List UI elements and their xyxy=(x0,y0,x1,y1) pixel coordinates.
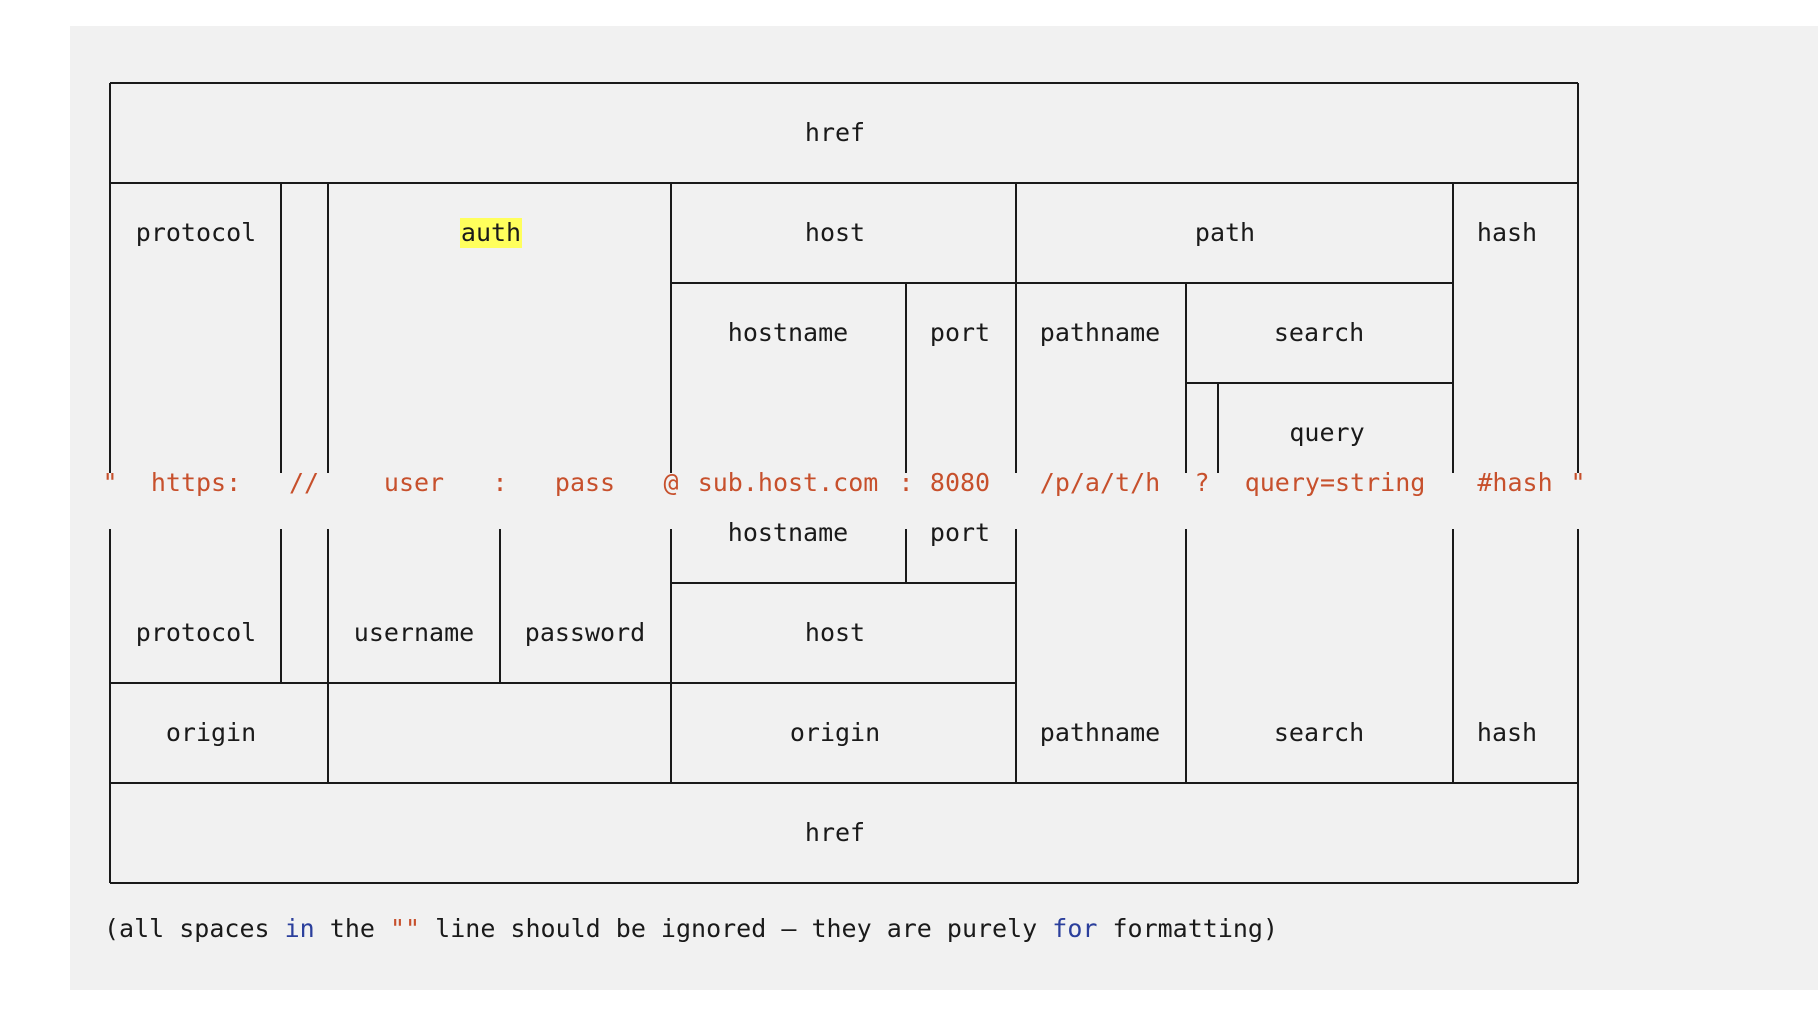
code-block: href protocol auth host path hash hostna… xyxy=(70,26,1818,990)
auth-highlight xyxy=(460,218,522,248)
url-hash: #hash xyxy=(1477,468,1552,497)
label-lower-host: host xyxy=(805,618,865,647)
url-slashes: // xyxy=(289,468,319,497)
label-pathname: pathname xyxy=(1040,318,1160,347)
label-username: username xyxy=(354,618,474,647)
label-lower-hostname: hostname xyxy=(728,518,848,547)
url-question-mark: ? xyxy=(1194,468,1209,497)
url-pathname: /p/a/t/h xyxy=(1040,468,1160,497)
footnote-text: formatting) xyxy=(1097,914,1279,943)
url-colon-port: : xyxy=(898,468,913,497)
label-lower-protocol: protocol xyxy=(136,618,256,647)
url-close-quote: " xyxy=(1570,468,1585,497)
footnote-text: line should be ignored — they are purely xyxy=(420,914,1053,943)
footnote: (all spaces in the "" line should be ign… xyxy=(104,914,1278,944)
label-lower-port: port xyxy=(930,518,990,547)
label-href-top: href xyxy=(805,118,865,147)
url-colon: : xyxy=(492,468,507,497)
url-user: user xyxy=(384,468,444,497)
label-origin-right: origin xyxy=(790,718,880,747)
label-path: path xyxy=(1195,218,1255,247)
url-at: @ xyxy=(663,468,678,497)
label-origin-left: origin xyxy=(166,718,256,747)
label-lower-search: search xyxy=(1274,718,1364,747)
label-protocol: protocol xyxy=(136,218,256,247)
url-protocol: https: xyxy=(151,468,241,497)
url-diagram: href protocol auth host path hash hostna… xyxy=(102,82,1586,884)
footnote-quotes: "" xyxy=(390,914,421,943)
url-hostname: sub.host.com xyxy=(698,468,879,497)
label-lower-pathname: pathname xyxy=(1040,718,1160,747)
url-query: query=string xyxy=(1245,468,1426,497)
url-open-quote: " xyxy=(102,468,117,497)
footnote-keyword-in: in xyxy=(284,914,315,943)
label-hash: hash xyxy=(1477,218,1537,247)
url-port: 8080 xyxy=(930,468,990,497)
label-lower-hash: hash xyxy=(1477,718,1537,747)
url-pass: pass xyxy=(555,468,615,497)
footnote-keyword-for: for xyxy=(1052,914,1098,943)
label-search: search xyxy=(1274,318,1364,347)
label-password: password xyxy=(525,618,645,647)
footnote-text: (all spaces xyxy=(104,914,285,943)
label-href-bottom: href xyxy=(805,818,865,847)
label-auth: auth xyxy=(461,218,521,247)
footnote-text: the xyxy=(314,914,390,943)
label-hostname: hostname xyxy=(728,318,848,347)
label-port: port xyxy=(930,318,990,347)
label-query: query xyxy=(1289,418,1364,447)
label-host: host xyxy=(805,218,865,247)
